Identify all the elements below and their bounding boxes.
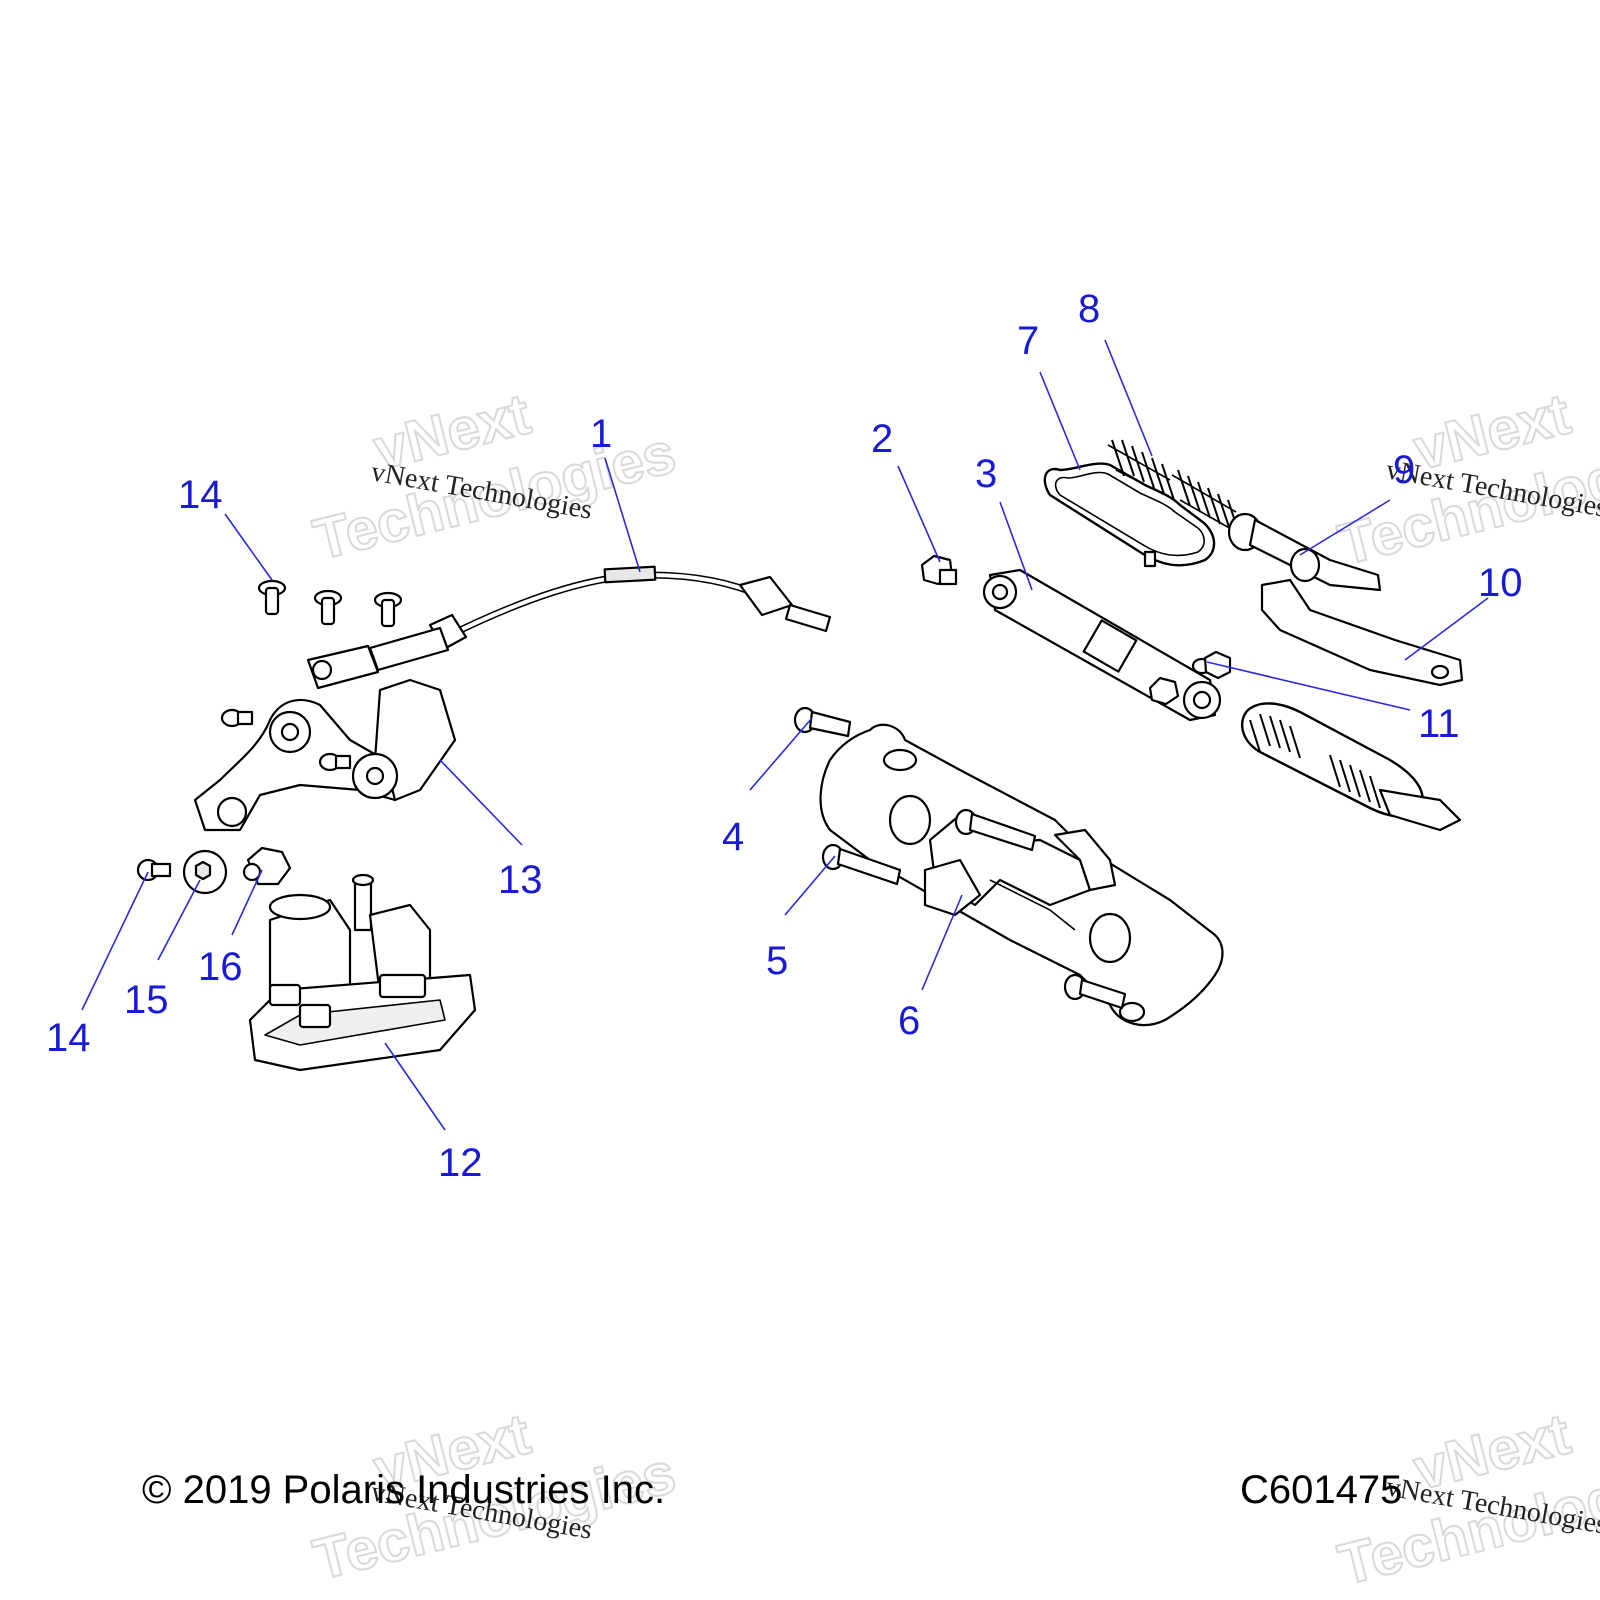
watermark-top-right: vNext Technologies vNext Technologies xyxy=(1331,380,1600,578)
callout-14-bottom: 14 xyxy=(46,1016,91,1060)
part-screw-14 xyxy=(136,858,172,882)
callout-5: 5 xyxy=(766,939,788,983)
part-plunger-9 xyxy=(1227,512,1382,592)
part-spring-cluster xyxy=(1240,702,1462,832)
drawing-id: C601475 xyxy=(1240,1468,1403,1512)
part-springs-8 xyxy=(1107,439,1241,537)
part-bolt-2 xyxy=(920,554,958,586)
callout-13: 13 xyxy=(498,858,543,902)
part-bolt-5 xyxy=(821,843,902,886)
part-bolt-housing-b xyxy=(1063,973,1127,1010)
part-washer-15 xyxy=(182,849,228,895)
callout-6: 6 xyxy=(898,999,920,1043)
part-housing-6 xyxy=(819,723,1224,1027)
callout-labels: 1 2 3 4 5 6 7 8 9 10 11 12 13 14 14 15 1… xyxy=(46,287,1523,1185)
part-retainer-7 xyxy=(1043,462,1216,568)
callout-12: 12 xyxy=(438,1141,483,1185)
callout-9: 9 xyxy=(1393,448,1415,492)
part-bolt-housing-a xyxy=(954,808,1037,852)
callout-3: 3 xyxy=(975,452,997,496)
watermark-top-left: vNext Technologies vNext Technologies xyxy=(306,380,682,573)
callout-15: 15 xyxy=(124,978,169,1022)
callout-11: 11 xyxy=(1418,702,1460,746)
leader-lines xyxy=(81,339,1489,1131)
callout-10: 10 xyxy=(1478,561,1523,605)
callout-4: 4 xyxy=(722,815,744,859)
part-rivets xyxy=(257,579,403,628)
part-bolt-4 xyxy=(793,706,852,738)
callout-1: 1 xyxy=(590,412,612,456)
part-lever-3 xyxy=(982,568,1222,722)
part-fork-10 xyxy=(1260,578,1464,687)
part-shift-cable xyxy=(306,565,832,690)
callout-2: 2 xyxy=(871,417,893,461)
callout-7: 7 xyxy=(1017,319,1039,363)
callout-14-top: 14 xyxy=(178,473,223,517)
callout-8: 8 xyxy=(1078,287,1100,331)
part-nut-16 xyxy=(242,846,292,886)
copyright-notice: © 2019 Polaris Industries Inc. xyxy=(142,1468,666,1512)
part-actuator-12 xyxy=(248,873,477,1072)
callout-16: 16 xyxy=(198,945,243,989)
part-bracket-13 xyxy=(193,678,457,832)
